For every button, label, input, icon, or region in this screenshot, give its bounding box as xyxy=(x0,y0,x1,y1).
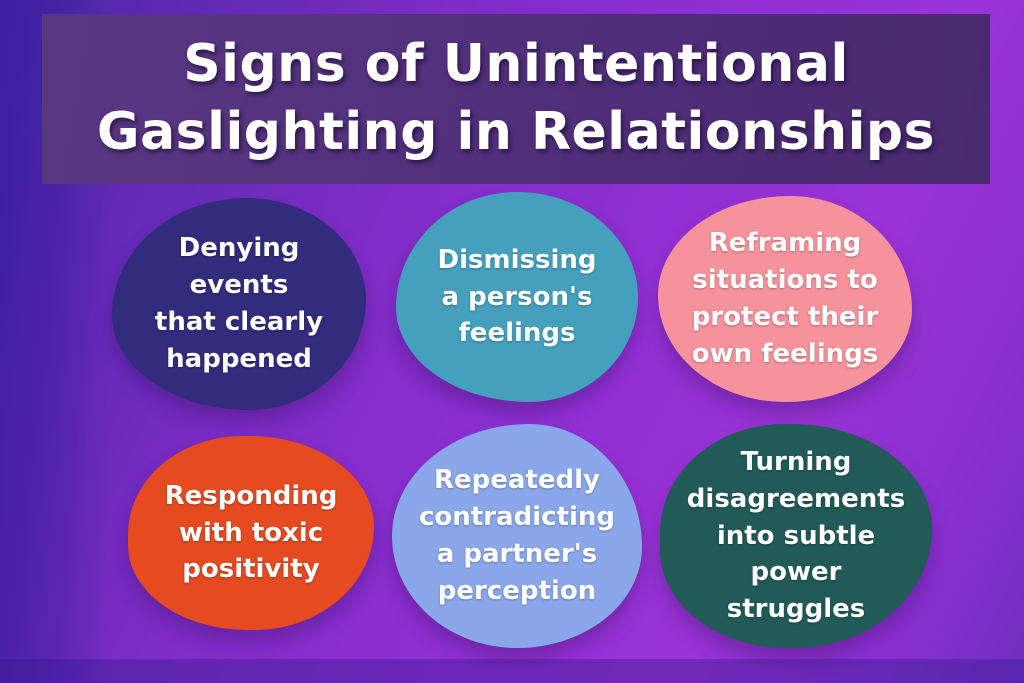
card-denying-events: Denying events that clearly happened xyxy=(112,198,366,410)
card-denying-events-label: Denying events that clearly happened xyxy=(154,233,324,374)
card-toxic-positivity-label: Responding with toxic positivity xyxy=(164,480,338,585)
card-contradicting-perception: Repeatedly contradicting a partner's per… xyxy=(392,424,642,648)
background-bottom-shade xyxy=(0,659,1024,683)
card-dismissing-feelings: Dismissing a person's feelings xyxy=(396,192,638,402)
card-toxic-positivity: Responding with toxic positivity xyxy=(128,436,374,630)
card-reframing-situations: Reframing situations to protect their ow… xyxy=(658,196,912,402)
card-contradicting-perception-label: Repeatedly contradicting a partner's per… xyxy=(419,465,615,606)
card-reframing-situations-label: Reframing situations to protect their ow… xyxy=(691,228,879,369)
title-banner: Signs of Unintentional Gaslighting in Re… xyxy=(42,14,990,184)
card-power-struggles: Turning disagreements into subtle power … xyxy=(660,424,932,648)
card-power-struggles-label: Turning disagreements into subtle power … xyxy=(686,446,906,625)
page-title: Signs of Unintentional Gaslighting in Re… xyxy=(96,34,936,162)
card-dismissing-feelings-label: Dismissing a person's feelings xyxy=(437,244,597,349)
